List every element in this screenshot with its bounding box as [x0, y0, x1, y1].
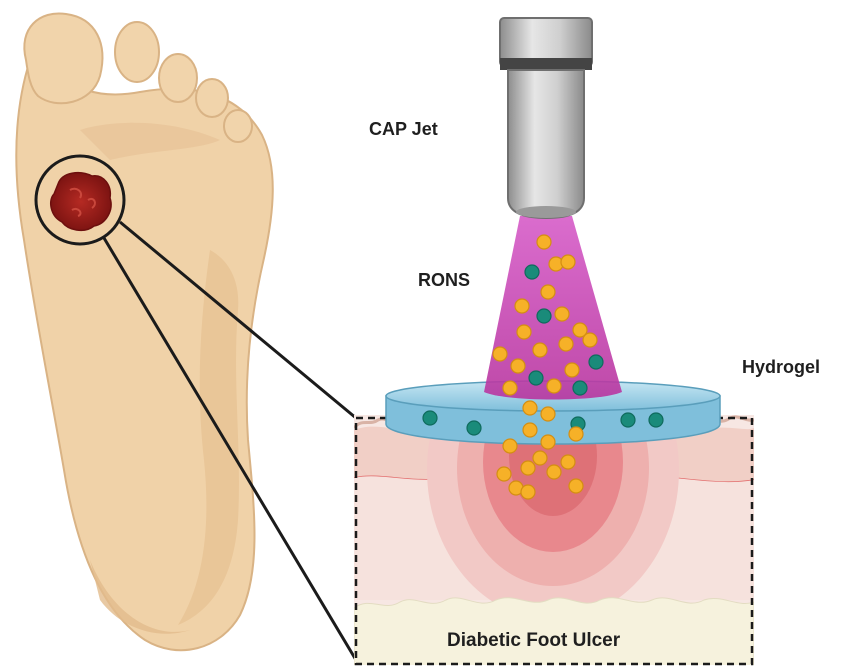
ron-particle-teal [525, 265, 539, 279]
plasma-cone-icon [484, 216, 622, 400]
nozzle-body [508, 70, 584, 218]
label-hydrogel: Hydrogel [742, 357, 820, 378]
ron-particle-orange [503, 439, 517, 453]
ron-particle-teal [537, 309, 551, 323]
ron-particle-orange [561, 455, 575, 469]
nozzle-collar [500, 58, 592, 70]
ron-particle-teal [621, 413, 635, 427]
toe-2 [115, 22, 159, 82]
ron-particle-orange [561, 255, 575, 269]
ron-particle-orange [533, 343, 547, 357]
ron-particle-orange [569, 427, 583, 441]
ron-particle-orange [541, 285, 555, 299]
ron-particle-teal [529, 371, 543, 385]
nozzle-tip [516, 206, 576, 218]
ron-particle-orange [493, 347, 507, 361]
ron-particle-orange [537, 235, 551, 249]
ron-particle-orange [559, 337, 573, 351]
ron-particle-teal [649, 413, 663, 427]
ron-particle-orange [541, 407, 555, 421]
label-rons: RONS [418, 270, 470, 291]
ron-particle-teal [589, 355, 603, 369]
ron-particle-orange [511, 359, 525, 373]
ron-particle-orange [569, 479, 583, 493]
cap-nozzle-icon [500, 18, 592, 218]
ron-particle-orange [497, 467, 511, 481]
ron-particle-teal [423, 411, 437, 425]
ron-particle-orange [515, 299, 529, 313]
ron-particle-teal [467, 421, 481, 435]
ron-particle-orange [565, 363, 579, 377]
ron-particle-orange [521, 461, 535, 475]
big-toe [24, 13, 102, 103]
label-cap-jet: CAP Jet [369, 119, 438, 140]
ron-particle-teal [573, 381, 587, 395]
ron-particle-orange [523, 401, 537, 415]
ron-particle-orange [583, 333, 597, 347]
toe-4 [196, 79, 228, 117]
ron-particle-orange [533, 451, 547, 465]
label-diabetic-foot-ulcer: Diabetic Foot Ulcer [447, 630, 620, 652]
ron-particle-orange [517, 325, 531, 339]
foot-sole-icon [16, 13, 272, 650]
toe-5 [224, 110, 252, 142]
ron-particle-orange [547, 379, 561, 393]
ron-particle-orange [547, 465, 561, 479]
ron-particle-orange [523, 423, 537, 437]
ron-particle-orange [555, 307, 569, 321]
toe-3 [159, 54, 197, 102]
ron-particle-orange [521, 485, 535, 499]
ron-particle-orange [503, 381, 517, 395]
ron-particle-orange [541, 435, 555, 449]
